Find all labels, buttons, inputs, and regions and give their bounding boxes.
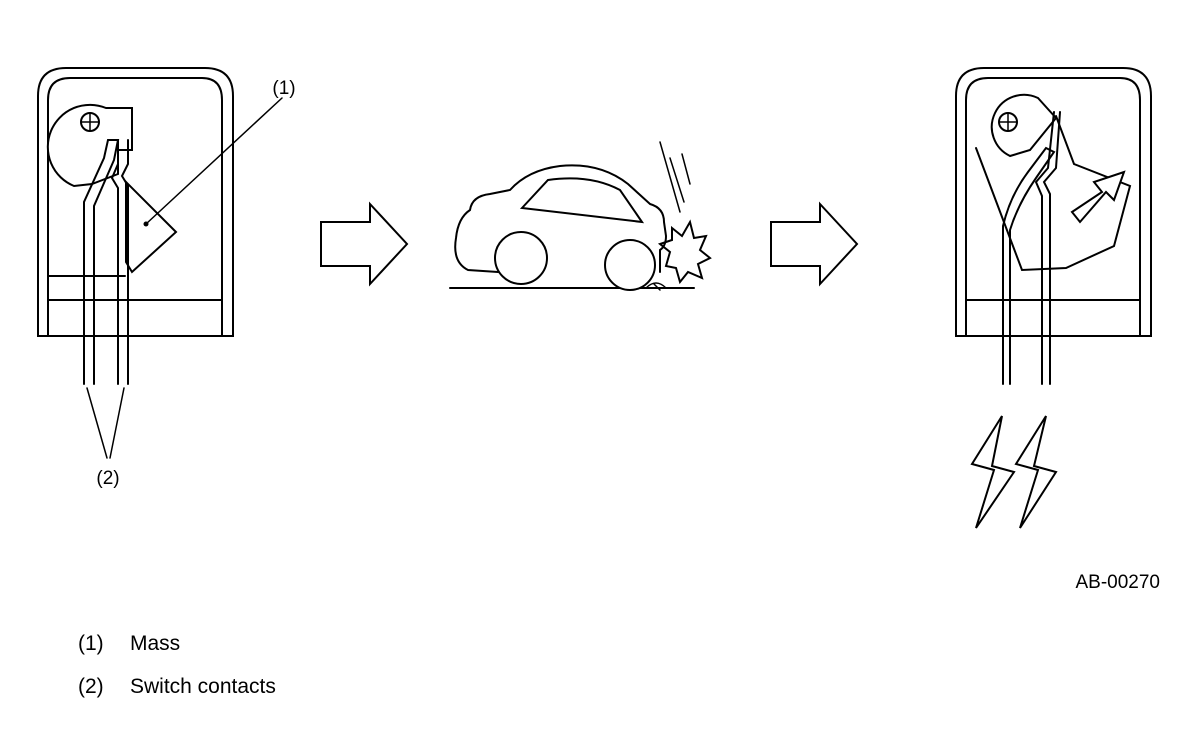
sensor-at-rest: (1) (2) xyxy=(37,67,296,489)
signal-bolt-icon-1 xyxy=(970,415,1016,529)
switch-contact-left xyxy=(83,139,120,385)
sensor-activated xyxy=(955,67,1152,529)
switch-contact-right xyxy=(110,139,129,385)
contacts-callout-label: (2) xyxy=(96,468,119,489)
sensor-housing-outer-activated xyxy=(955,67,1152,337)
legend-label: Mass xyxy=(130,632,181,655)
mass-leader-line xyxy=(145,97,283,225)
car-window xyxy=(519,177,645,224)
legend-number: (2) xyxy=(78,675,104,698)
switch-contact-right-closed xyxy=(1034,111,1061,385)
debris xyxy=(645,282,667,291)
contact-leader-left xyxy=(86,387,108,459)
figure-code: AB-00270 xyxy=(1075,572,1160,593)
mass-swing-outline xyxy=(975,115,1132,272)
car-collision-illustration xyxy=(449,141,712,291)
legend-item-switch-contacts: (2) Switch contacts xyxy=(78,675,276,699)
process-arrow-1 xyxy=(320,201,409,287)
impact-line-3 xyxy=(681,153,691,185)
legend-number: (1) xyxy=(78,632,104,655)
sensor-housing-inner-activated xyxy=(965,77,1141,337)
car-rear-wheel xyxy=(494,231,548,285)
impact-burst-icon xyxy=(657,219,712,285)
impact-line-2 xyxy=(669,157,685,203)
legend-label: Switch contacts xyxy=(130,675,276,698)
motion-arrow-icon xyxy=(1070,170,1126,224)
process-arrow-2 xyxy=(770,201,859,287)
sensor-housing-inner xyxy=(47,77,223,337)
switch-contact-left-closed xyxy=(1002,146,1056,385)
rotor-cam-rotated xyxy=(990,93,1058,158)
sensor-housing-outer xyxy=(37,67,234,337)
car-body xyxy=(454,164,668,273)
car-front-wheel xyxy=(604,239,656,291)
contact-leader-right xyxy=(109,387,125,459)
signal-bolt-icon-2 xyxy=(1014,415,1058,529)
impact-line-1 xyxy=(659,141,681,213)
mass-callout-label: (1) xyxy=(272,78,295,99)
mass-weight xyxy=(125,179,178,274)
legend-item-mass: (1) Mass xyxy=(78,632,180,656)
